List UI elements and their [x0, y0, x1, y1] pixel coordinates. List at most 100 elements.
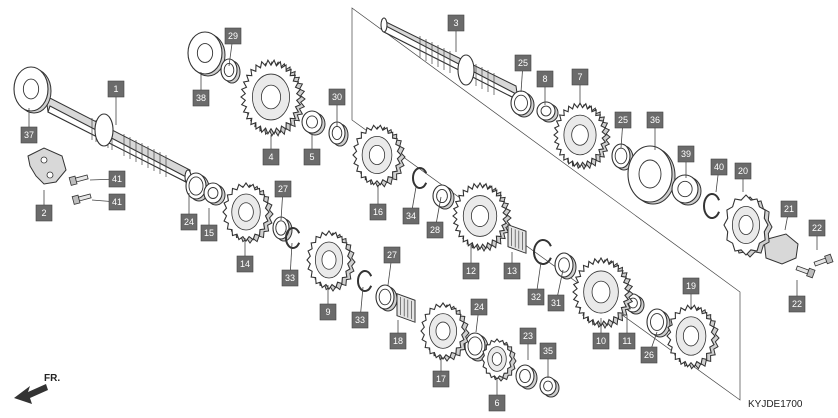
- callout-c39: 39: [677, 145, 695, 163]
- callout-c32: 32: [527, 288, 545, 306]
- callout-number: 27: [278, 184, 288, 194]
- callout-c23: 23: [519, 327, 537, 345]
- bearing-part-39: [671, 174, 702, 206]
- callout-number: 24: [474, 302, 484, 312]
- callout-number: 26: [644, 350, 654, 360]
- callout-c24: 24: [180, 213, 198, 231]
- sprocket-part-20: [723, 194, 773, 258]
- callout-number: 35: [543, 346, 553, 356]
- washer-part-24b: [464, 332, 489, 362]
- callout-number: 4: [268, 152, 273, 162]
- mainshaft-part-1: [45, 95, 193, 185]
- callout-number: 30: [332, 92, 342, 102]
- bearing-part-36: [627, 145, 676, 205]
- gear-part-6: [481, 338, 517, 382]
- callout-number: 17: [436, 374, 446, 384]
- callout-number: 5: [309, 152, 314, 162]
- callout-number: 1: [113, 84, 118, 94]
- bracket-hole: [40, 156, 48, 164]
- direction-label: FR.: [44, 373, 60, 384]
- callout-number: 16: [373, 207, 383, 217]
- callout-number: 21: [784, 204, 794, 214]
- callout-number: 20: [738, 166, 748, 176]
- callout-c24b: 24: [470, 298, 488, 316]
- circlip-part-33: [285, 227, 301, 249]
- washers-bearings-layer: [13, 31, 702, 398]
- callout-c27: 27: [274, 180, 292, 198]
- callout-number: 22: [812, 223, 822, 233]
- needle-bearing-part-13: [507, 224, 527, 254]
- gear-part-12: [452, 181, 512, 253]
- callout-number: 23: [523, 331, 533, 341]
- callout-c18: 18: [389, 332, 407, 350]
- callout-number: 29: [228, 31, 238, 41]
- washer-part-26: [646, 308, 671, 338]
- bushing-part-35: [539, 376, 560, 398]
- callout-number: 24: [184, 217, 194, 227]
- callout-number: 3: [453, 18, 458, 28]
- callout-c11: 11: [618, 332, 636, 350]
- callout-c12: 12: [462, 262, 480, 280]
- callout-c27b: 27: [383, 246, 401, 264]
- gear-part-10: [572, 256, 634, 330]
- gear-part-7: [553, 101, 611, 171]
- callout-c17: 17: [432, 370, 450, 388]
- callout-number: 15: [204, 228, 214, 238]
- callout-c31: 31: [547, 294, 565, 312]
- gear-part-14: [222, 182, 274, 244]
- callout-c28: 28: [426, 221, 444, 239]
- callout-c9: 9: [319, 303, 337, 321]
- circlip-part-33b: [357, 270, 373, 292]
- callout-number: 11: [622, 336, 631, 346]
- callout-c8: 8: [536, 70, 554, 88]
- callout-number: 36: [650, 115, 660, 125]
- callout-c41: 41: [108, 170, 126, 188]
- countershaft-part-3: [380, 17, 521, 101]
- gear-part-4: [240, 58, 306, 137]
- callout-number: 41: [112, 174, 122, 184]
- callout-c37: 37: [20, 126, 38, 144]
- callout-c25: 25: [514, 54, 532, 72]
- callout-c14: 14: [236, 255, 254, 273]
- direction-arrow: FR.: [14, 373, 60, 404]
- callout-c1: 1: [107, 80, 125, 98]
- bracket-plate-part-2: [27, 147, 67, 185]
- callout-number: 19: [686, 281, 696, 291]
- callout-number: 31: [551, 298, 561, 308]
- callout-number: 8: [542, 74, 547, 84]
- callout-number: 12: [466, 266, 476, 276]
- callout-c33: 33: [281, 269, 299, 287]
- callout-number: 28: [430, 225, 440, 235]
- bracket-hole: [46, 171, 54, 179]
- circlip-part-32: [533, 239, 552, 265]
- callout-c4: 4: [262, 148, 280, 166]
- callout-c21: 21: [780, 200, 798, 218]
- callout-number: 39: [681, 149, 691, 159]
- bearing-part-37: [13, 66, 52, 114]
- needle-bearings-layer: [396, 224, 527, 323]
- callout-c22b: 22: [788, 295, 806, 313]
- callout-number: 9: [325, 307, 330, 317]
- bolt-part-22b: [795, 265, 816, 279]
- callout-c19: 19: [682, 277, 700, 295]
- callout-c35: 35: [539, 342, 557, 360]
- circlip-part-40: [703, 193, 720, 219]
- callout-number: 10: [596, 336, 606, 346]
- callout-number: 13: [507, 266, 517, 276]
- bolt-part-41b: [71, 193, 92, 205]
- diagram-code: KYJDE1700: [748, 399, 803, 410]
- countershaft-assembly-frame: [351, 7, 741, 401]
- callout-c3: 3: [447, 14, 465, 32]
- callout-number: 25: [618, 115, 628, 125]
- washer-part-23: [515, 364, 538, 390]
- gear-part-19: [666, 304, 720, 370]
- callout-number: 22: [792, 299, 802, 309]
- bolt-part-41: [68, 174, 89, 186]
- washer-part-27b: [375, 284, 398, 312]
- gear-part-9: [306, 230, 356, 292]
- callout-number: 2: [41, 208, 46, 218]
- callout-c2: 2: [35, 204, 53, 222]
- callout-c36: 36: [646, 111, 664, 129]
- plate-part-21: [763, 233, 799, 265]
